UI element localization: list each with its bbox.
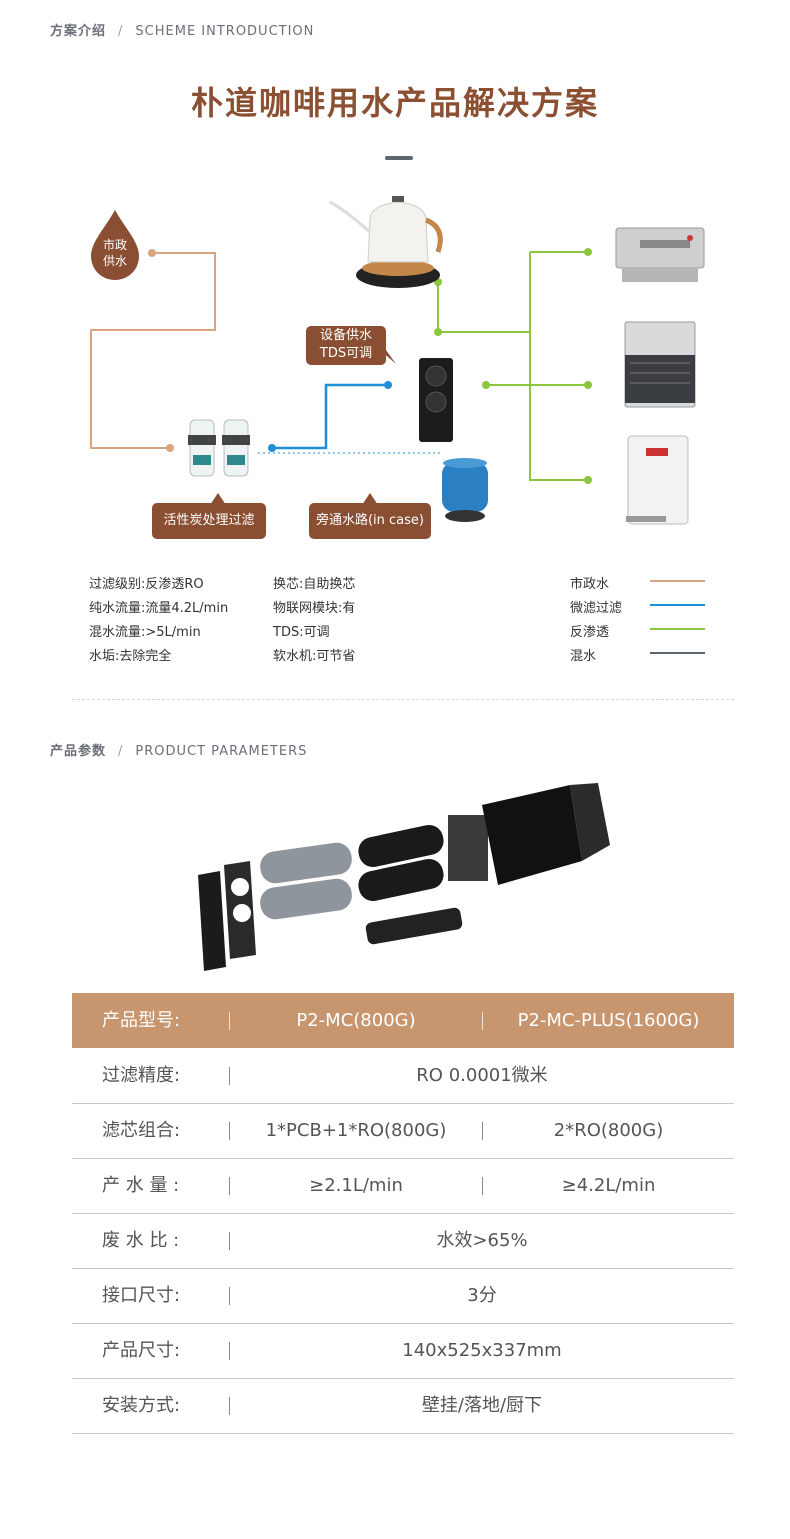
ro-dot-4 bbox=[584, 248, 592, 256]
ice-maker-icon bbox=[624, 321, 696, 408]
spec-iot: 物联网模块:有 bbox=[273, 601, 356, 616]
section-header-separator: / bbox=[118, 744, 124, 759]
microfilter-line bbox=[272, 383, 388, 450]
row-value: 壁挂/落地/厨下 bbox=[421, 1395, 543, 1416]
column-divider bbox=[229, 1067, 230, 1085]
title-underline bbox=[385, 156, 413, 160]
column-divider bbox=[482, 1122, 483, 1140]
ro-dot-3 bbox=[482, 381, 490, 389]
spec-pure-flow: 纯水流量:流量4.2L/min bbox=[89, 601, 229, 616]
column-divider bbox=[229, 1122, 230, 1140]
microfilter-dot-end bbox=[384, 381, 392, 389]
section-header-separator: / bbox=[118, 24, 124, 39]
table-header-model-2: P2-MC-PLUS(1600G) bbox=[517, 1010, 700, 1031]
row-value-model-1: ≥2.1L/min bbox=[309, 1175, 403, 1196]
callout-municipal-supply: 市政 供水 bbox=[102, 238, 127, 268]
ro-dot-5 bbox=[584, 381, 592, 389]
carbon-filters-icon bbox=[188, 419, 250, 477]
row-value: 水效>65% bbox=[436, 1230, 528, 1251]
flow-diagram bbox=[90, 196, 705, 525]
product-exploded-view bbox=[198, 783, 610, 971]
microfilter-dot-start bbox=[268, 444, 276, 452]
table-row: 过滤精度: RO 0.0001微米 bbox=[72, 1048, 734, 1104]
spec-filter-change: 换芯:自助换芯 bbox=[273, 577, 356, 592]
column-divider bbox=[229, 1232, 230, 1250]
row-value-model-2: 2*RO(800G) bbox=[553, 1120, 664, 1141]
spec-filter-level: 过滤级别:反渗透RO bbox=[89, 577, 204, 592]
row-label: 安装方式: bbox=[102, 1395, 181, 1416]
section-header-cn: 方案介绍 bbox=[50, 24, 107, 39]
row-label: 过滤精度: bbox=[102, 1065, 181, 1086]
municipal-dot-start bbox=[148, 249, 156, 257]
legend-swatch-ro bbox=[650, 628, 705, 630]
section-divider bbox=[72, 699, 734, 700]
ro-line bbox=[437, 251, 588, 481]
row-label: 接口尺寸: bbox=[102, 1285, 181, 1306]
housing-icon bbox=[482, 783, 610, 885]
spec-softener: 软水机:可节省 bbox=[273, 649, 356, 664]
legend-swatch-micro bbox=[650, 604, 705, 606]
callout-device-supply: 设备供水 TDS可调 bbox=[306, 326, 386, 365]
table-row: 产 水 量 : ≥2.1L/min ≥4.2L/min bbox=[72, 1158, 734, 1214]
front-panel-icon bbox=[198, 861, 256, 971]
ro-dot-6 bbox=[584, 476, 592, 484]
table-header-row: 产品型号: P2-MC(800G) P2-MC-PLUS(1600G) bbox=[72, 993, 734, 1048]
spec-mixed-flow: 混水流量:>5L/min bbox=[89, 625, 201, 640]
row-value-model-1: 1*PCB+1*RO(800G) bbox=[265, 1120, 447, 1141]
legend-label-municipal: 市政水 bbox=[570, 577, 610, 592]
column-divider bbox=[229, 1287, 230, 1305]
pressure-tank-icon bbox=[442, 458, 488, 522]
callout-pointer-bypass bbox=[362, 493, 378, 505]
column-divider bbox=[229, 1397, 230, 1415]
table-row: 安装方式: 壁挂/落地/厨下 bbox=[72, 1378, 734, 1434]
row-label: 产品尺寸: bbox=[102, 1340, 181, 1361]
callout-pointer-device bbox=[380, 350, 396, 364]
section-header-en: SCHEME INTRODUCTION bbox=[135, 24, 315, 39]
table-header-label: 产品型号: bbox=[102, 1010, 181, 1031]
legend-label-mixed: 混水 bbox=[570, 649, 597, 664]
filter-cartridges-icon bbox=[260, 824, 444, 920]
water-drop-icon bbox=[91, 210, 139, 280]
manifold-icon bbox=[365, 815, 488, 945]
legend-swatch-mixed bbox=[650, 652, 705, 654]
row-label: 滤芯组合: bbox=[102, 1120, 181, 1141]
column-divider bbox=[482, 1177, 483, 1195]
callout-carbon-filter: 活性炭处理过滤 bbox=[152, 503, 266, 539]
table-row: 接口尺寸: 3分 bbox=[72, 1268, 734, 1324]
page-title: 朴道咖啡用水产品解决方案 bbox=[190, 84, 599, 122]
row-label: 废 水 比 : bbox=[102, 1230, 180, 1251]
table-header-model-1: P2-MC(800G) bbox=[296, 1010, 416, 1031]
table-row: 废 水 比 : 水效>65% bbox=[72, 1213, 734, 1269]
column-divider bbox=[229, 1012, 230, 1030]
table-row: 产品尺寸: 140x525x337mm bbox=[72, 1323, 734, 1379]
row-value-model-2: ≥4.2L/min bbox=[561, 1175, 656, 1196]
row-value: 3分 bbox=[467, 1285, 497, 1306]
section-header-params: 产品参数 / PRODUCT PARAMETERS bbox=[50, 740, 307, 759]
row-label: 产 水 量 : bbox=[102, 1175, 180, 1196]
column-divider bbox=[482, 1012, 483, 1030]
municipal-water-line bbox=[90, 252, 216, 449]
callout-pointer-carbon bbox=[210, 493, 226, 505]
ro-dot-2 bbox=[434, 328, 442, 336]
section-header-cn: 产品参数 bbox=[50, 744, 107, 759]
spec-scale: 水垢:去除完全 bbox=[89, 649, 172, 664]
section-header-scheme: 方案介绍 / SCHEME INTRODUCTION bbox=[50, 20, 314, 39]
section-header-en: PRODUCT PARAMETERS bbox=[135, 744, 308, 759]
spec-tds: TDS:可调 bbox=[273, 625, 330, 640]
water-dispenser-icon bbox=[626, 435, 689, 525]
ro-unit-icon bbox=[419, 358, 453, 442]
column-divider bbox=[229, 1342, 230, 1360]
legend-swatch-municipal bbox=[650, 580, 705, 582]
espresso-machine-icon bbox=[615, 227, 705, 282]
column-divider bbox=[229, 1177, 230, 1195]
table-row: 滤芯组合: 1*PCB+1*RO(800G) 2*RO(800G) bbox=[72, 1103, 734, 1159]
legend-label-micro: 微滤过滤 bbox=[570, 601, 623, 616]
kettle-icon bbox=[329, 196, 443, 288]
municipal-dot-end bbox=[166, 444, 174, 452]
row-value: 140x525x337mm bbox=[402, 1340, 562, 1361]
callout-bypass: 旁通水路(in case) bbox=[309, 503, 431, 539]
legend-label-ro: 反渗透 bbox=[570, 625, 610, 640]
row-value: RO 0.0001微米 bbox=[416, 1065, 548, 1086]
